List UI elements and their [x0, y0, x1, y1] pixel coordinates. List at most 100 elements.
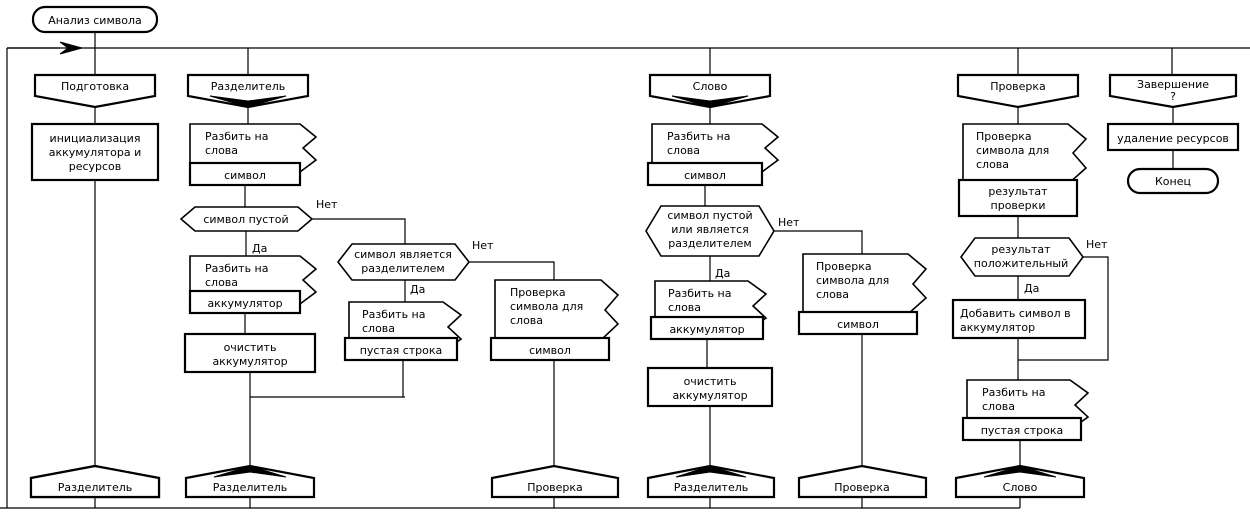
node-decision-result-pos[interactable]: результат положительный — [960, 237, 1084, 277]
node-receive-podgotovka-label: Подготовка — [61, 80, 129, 93]
node-delete-res-label: удаление ресурсов — [1117, 132, 1229, 145]
node-call-check-simvol-2[interactable]: Проверка символа для слова символ — [797, 253, 928, 336]
node-call-check-result-result2: проверки — [991, 199, 1046, 212]
node-add-simvol[interactable]: Добавить символ в аккумулятор — [951, 298, 1087, 340]
node-clear-akk-1-line2: аккумулятор — [212, 355, 287, 368]
node-call-split-empty-2[interactable]: Разбить на слова пустая строка — [961, 379, 1090, 442]
node-receive-razdelitel-label: Разделитель — [211, 80, 285, 93]
node-call-check-result-line3: слова — [976, 158, 1009, 171]
node-call-check-simvol-1-line2: символа для — [510, 300, 583, 313]
node-end[interactable]: Конец — [1126, 167, 1220, 195]
node-call-split-akk-2-line1: Разбить на — [668, 287, 731, 300]
node-delete-res[interactable]: удаление ресурсов — [1106, 122, 1240, 152]
node-call-split-empty-1-line1: Разбить на — [362, 308, 425, 321]
node-call-check-simvol-1[interactable]: Проверка символа для слова символ — [489, 279, 620, 362]
node-call-check-simvol-1-result: символ — [529, 344, 571, 357]
node-start-label: Анализ символа — [48, 14, 141, 27]
node-decision-simvol-pustoy[interactable]: символ пустой — [179, 206, 314, 232]
node-decision-simvol-pustoy-or-line3: разделителем — [668, 237, 751, 250]
node-call-split-empty-1-line2: слова — [362, 322, 395, 335]
node-call-split-simvol-1[interactable]: Разбить на слова символ — [188, 123, 318, 187]
edge-label-yes-2: Да — [410, 283, 425, 296]
node-decision-simvol-pustoy-or-line1: символ пустой — [667, 209, 752, 222]
node-clear-akk-2-line1: очистить — [684, 375, 737, 388]
node-send-proverka-2-label: Проверка — [834, 481, 890, 494]
node-call-split-empty-1-result: пустая строка — [360, 344, 443, 357]
node-call-split-simvol-2-line1: Разбить на — [667, 130, 730, 143]
node-send-razdelitel-2-label: Разделитель — [213, 481, 287, 494]
node-decision-simvol-razdelitel-line1: символ является — [354, 248, 452, 261]
node-clear-akk-2-line2: аккумулятор — [672, 389, 747, 402]
node-start[interactable]: Анализ символа — [31, 5, 159, 34]
node-call-split-akk-2-result: аккумулятор — [669, 323, 744, 336]
node-send-razdelitel-2[interactable]: Разделитель — [184, 464, 316, 499]
node-call-split-simvol-1-line1: Разбить на — [205, 130, 268, 143]
node-call-split-empty-2-line2: слова — [982, 400, 1015, 413]
node-receive-proverka[interactable]: Проверка — [956, 73, 1080, 109]
node-send-razdelitel-1-label: Разделитель — [58, 481, 132, 494]
node-decision-simvol-pustoy-or[interactable]: символ пустой или является разделителем — [645, 205, 775, 257]
node-init-line1: инициализация — [50, 132, 141, 145]
node-add-simvol-line1: Добавить символ в — [960, 307, 1071, 320]
node-call-split-akk-1-line2: слова — [205, 276, 238, 289]
node-receive-zavershenie[interactable]: Завершение ? — [1108, 73, 1238, 109]
node-clear-akk-1[interactable]: очистить аккумулятор — [183, 332, 317, 374]
node-init-line3: ресурсов — [69, 160, 122, 173]
node-send-proverka-1[interactable]: Проверка — [490, 464, 620, 499]
node-decision-simvol-pustoy-label: символ пустой — [203, 213, 288, 226]
edge-label-yes-4: Да — [1024, 282, 1039, 295]
node-call-split-akk-2[interactable]: Разбить на слова аккумулятор — [649, 280, 768, 341]
node-call-check-simvol-2-line3: слова — [816, 288, 849, 301]
edge-label-yes-3: Да — [715, 267, 730, 280]
node-receive-zavershenie-sub: ? — [1170, 90, 1176, 103]
node-receive-zavershenie-label: Завершение — [1137, 78, 1209, 91]
node-add-simvol-line2: аккумулятор — [960, 321, 1035, 334]
node-init[interactable]: инициализация аккумулятора и ресурсов — [30, 122, 160, 182]
node-clear-akk-2[interactable]: очистить аккумулятор — [646, 366, 774, 408]
node-end-label: Конец — [1155, 175, 1191, 188]
node-call-split-akk-1[interactable]: Разбить на слова аккумулятор — [188, 255, 318, 315]
edge-label-no-1: Нет — [316, 198, 338, 211]
connector-rails — [0, 32, 1250, 509]
node-call-check-result-line2: символа для — [976, 144, 1049, 157]
node-call-split-simvol-2-result: символ — [684, 169, 726, 182]
node-call-check-simvol-1-line1: Проверка — [510, 286, 566, 299]
node-decision-result-pos-line2: положительный — [974, 257, 1068, 270]
node-receive-slovo[interactable]: Слово — [648, 73, 772, 109]
edge-label-yes-1: Да — [252, 242, 267, 255]
edge-label-no-3: Нет — [778, 216, 800, 229]
node-call-split-simvol-2-line2: слова — [667, 144, 700, 157]
node-call-split-simvol-2[interactable]: Разбить на слова символ — [646, 123, 780, 187]
node-send-slovo[interactable]: Слово — [954, 464, 1086, 499]
node-receive-podgotovka[interactable]: Подготовка — [33, 73, 157, 109]
node-call-split-empty-2-line1: Разбить на — [982, 386, 1045, 399]
node-call-split-akk-1-result: аккумулятор — [207, 297, 282, 310]
node-clear-akk-1-line1: очистить — [224, 341, 277, 354]
node-call-check-simvol-2-line2: символа для — [816, 274, 889, 287]
node-send-proverka-2[interactable]: Проверка — [797, 464, 928, 499]
node-call-split-simvol-1-result: символ — [224, 169, 266, 182]
node-decision-simvol-pustoy-or-line2: или является — [671, 223, 748, 236]
node-receive-razdelitel[interactable]: Разделитель — [186, 73, 310, 109]
node-decision-simvol-razdelitel[interactable]: символ является разделителем — [336, 243, 471, 281]
node-send-razdelitel-1[interactable]: Разделитель — [29, 464, 161, 499]
node-send-razdelitel-3-label: Разделитель — [674, 481, 748, 494]
node-call-check-simvol-2-result: символ — [837, 318, 879, 331]
node-call-check-simvol-1-line3: слова — [510, 314, 543, 327]
node-decision-simvol-razdelitel-line2: разделителем — [361, 262, 444, 275]
node-call-check-simvol-2-line1: Проверка — [816, 260, 872, 273]
node-decision-result-pos-line1: результат — [991, 243, 1051, 256]
node-call-split-akk-2-line2: слова — [668, 301, 701, 314]
node-receive-proverka-label: Проверка — [990, 80, 1046, 93]
node-send-slovo-label: Слово — [1003, 481, 1038, 494]
node-call-check-result-line1: Проверка — [976, 130, 1032, 143]
node-call-split-empty-1[interactable]: Разбить на слова пустая строка — [343, 301, 463, 362]
node-send-razdelitel-3[interactable]: Разделитель — [646, 464, 776, 499]
node-send-proverka-1-label: Проверка — [527, 481, 583, 494]
node-call-split-empty-2-result: пустая строка — [981, 424, 1064, 437]
node-call-check-result[interactable]: Проверка символа для слова результат про… — [957, 123, 1088, 218]
edge-label-no-2: Нет — [472, 239, 494, 252]
node-call-check-result-result1: результат — [988, 185, 1048, 198]
